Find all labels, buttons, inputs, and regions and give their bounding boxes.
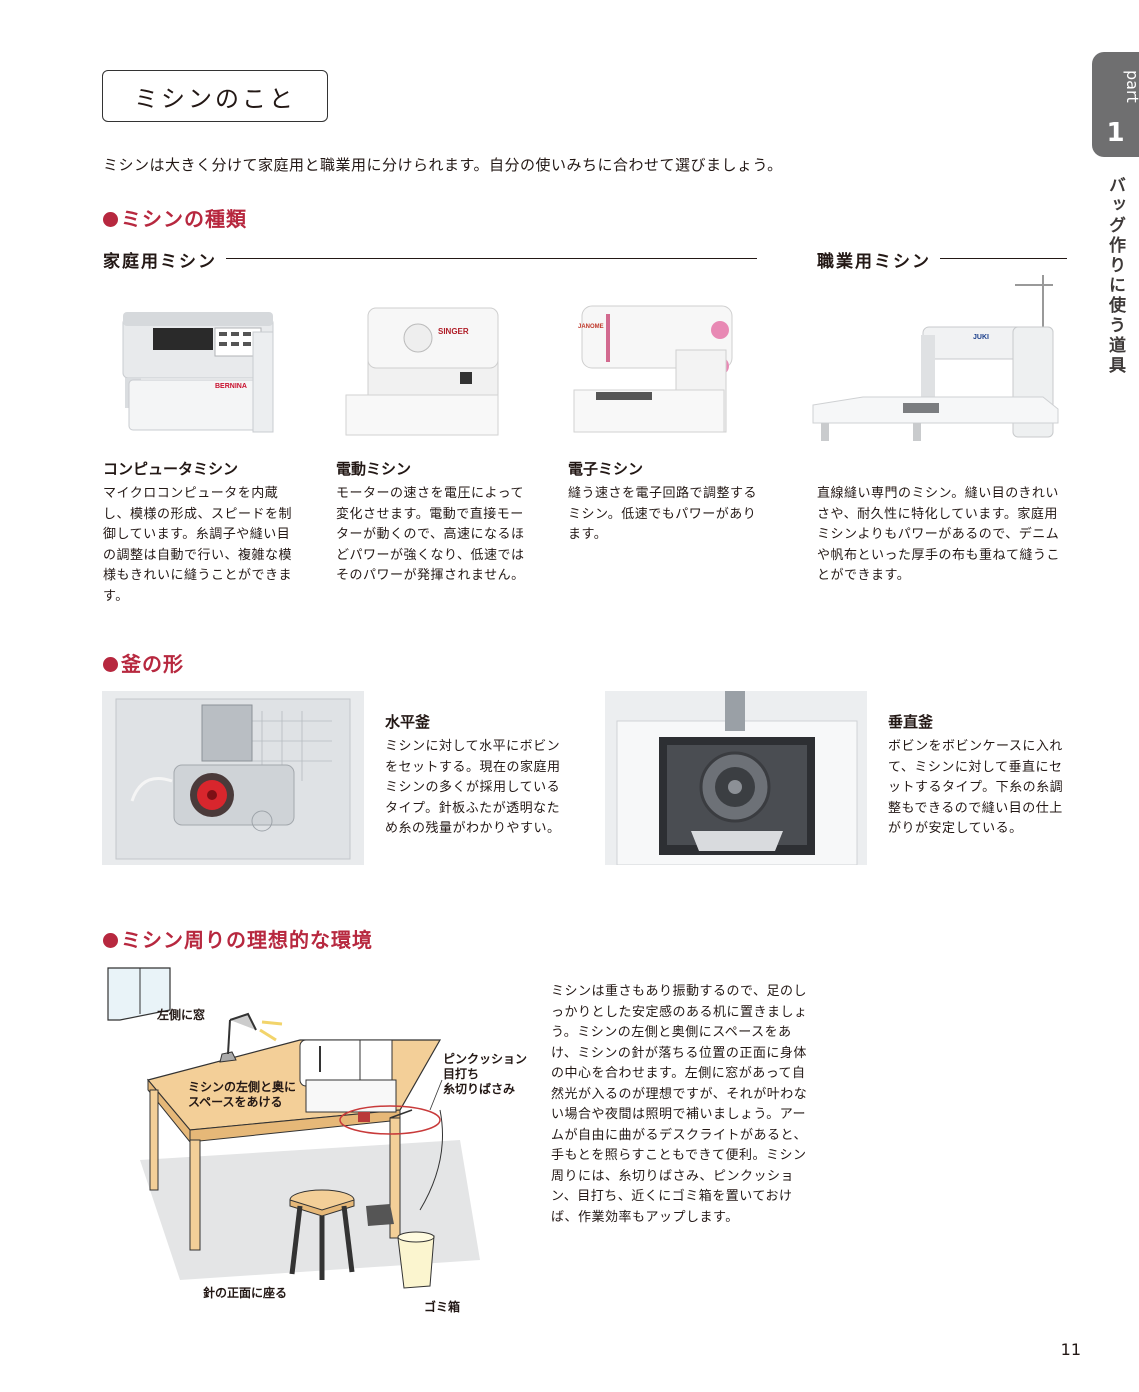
bullet-dot-icon [103, 933, 118, 948]
professional-sewing-machine-photo: JUKI [812, 275, 1059, 441]
section-heading-text: ミシン周りの理想的な環境 [121, 928, 373, 952]
brand-logo: SINGER [438, 327, 469, 336]
horizontal-hook-photo [102, 691, 364, 865]
label-seat: 針の正面に座る [203, 1286, 288, 1300]
bullet-dot-icon [103, 212, 118, 227]
label-window: 左側に窓 [157, 1008, 206, 1022]
section-heading-text: 釜の形 [121, 652, 184, 676]
section-heading-text: ミシンの種類 [121, 207, 247, 231]
label-space: ミシンの左側と奥に スペースをあける [188, 1080, 297, 1109]
machine-description: 縫う速さを電子回路で調整するミシン。低速でもパワーがあります。 [568, 486, 758, 542]
section-heading-types: ミシンの種類 [103, 203, 247, 232]
electronic-sewing-machine-photo: JANOME [573, 305, 733, 433]
page-number: 11 [1060, 1340, 1081, 1359]
machine-title: コンピュータミシン [103, 460, 239, 478]
hook-title: 垂直釜 [888, 713, 934, 731]
hook-title: 水平釜 [385, 713, 431, 731]
machine-description: モーターの速さを電圧によって変化させます。電動で直接モーターが動くので、高速にな… [336, 486, 525, 583]
divider-rule [226, 258, 757, 259]
intro-text: ミシンは大きく分けて家庭用と職業用に分けられます。自分の使いみちに合わせて選びま… [103, 156, 783, 174]
computer-sewing-machine-photo: BERNINA [122, 312, 274, 433]
workspace-illustration [107, 967, 480, 1289]
vertical-hook-photo [605, 691, 867, 865]
part-label: part [1123, 69, 1139, 103]
home-machine-label: 家庭用ミシン [103, 247, 225, 272]
divider-rule [940, 258, 1067, 259]
machine-description: マイクロコンピュータを内蔵し、模様の形成、スピードを制御しています。糸調子や縫い… [103, 486, 293, 604]
machine-description: 直線縫い専門のミシン。縫い目のきれいさや、耐久性に特化しています。家庭用ミシンよ… [817, 486, 1061, 583]
brand-logo: JANOME [578, 324, 604, 330]
page-title: ミシンのこと [102, 70, 328, 122]
machine-title: 電動ミシン [336, 460, 412, 478]
environment-description: ミシンは重さもあり振動するので、足のしっかりとした安定感のある机に置きましょう。… [551, 984, 808, 1225]
label-trash: ゴミ箱 [424, 1300, 461, 1314]
pro-machine-label: 職業用ミシン [817, 247, 939, 272]
machine-title: 電子ミシン [568, 460, 644, 478]
section-heading-environment: ミシン周りの理想的な環境 [103, 924, 373, 953]
label-tools: ピンクッション 目打ち 糸切りばさみ [443, 1052, 528, 1096]
brand-logo: BERNINA [215, 383, 247, 390]
bullet-dot-icon [103, 657, 118, 672]
part-tab: part 1 [1092, 52, 1139, 157]
hook-description: ミシンに対して水平にボビンをセットする。現在の家庭用ミシンの多くが採用しているタ… [385, 739, 561, 836]
section-heading-hook: 釜の形 [103, 648, 184, 677]
hook-description: ボビンをボビンケースに入れて、ミシンに対して垂直にセットするタイプ。下糸の糸調整… [888, 739, 1064, 836]
part-number: 1 [1106, 118, 1125, 148]
electric-sewing-machine-photo: SINGER [345, 307, 499, 436]
chapter-title: バッグ作りに使う道具 [1105, 176, 1125, 376]
brand-logo: JUKI [973, 334, 989, 341]
